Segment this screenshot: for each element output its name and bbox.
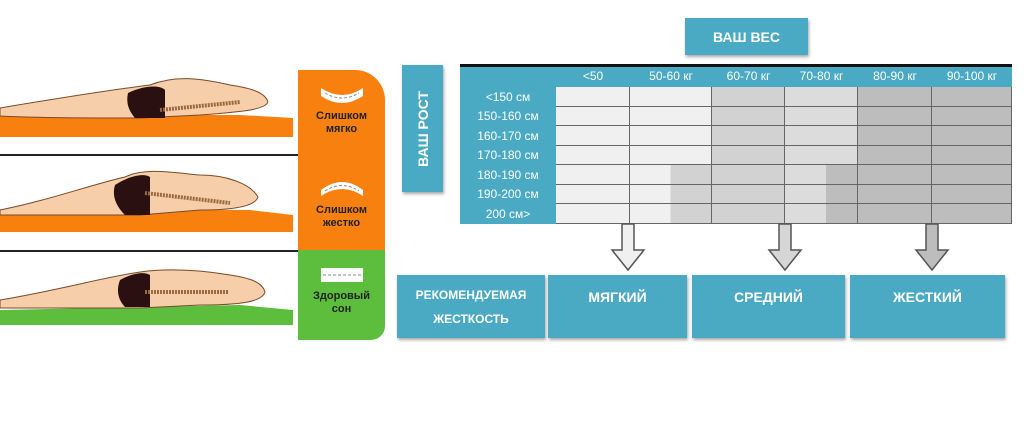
row-header: 150-160 см: [477, 109, 539, 124]
firmness-soft: МЯГКИЙ: [548, 275, 687, 338]
legend-label: Слишком: [316, 110, 367, 122]
table-cell: [932, 126, 1012, 146]
table-cell: [785, 126, 858, 146]
arrows: [610, 223, 950, 272]
height-title: ВАШ РОСТ: [414, 90, 431, 167]
table-cell: [932, 106, 1012, 126]
column-header: 90-100 кг: [946, 69, 998, 83]
legend-label: Здоровый: [313, 290, 370, 302]
table-cell: [858, 165, 932, 185]
mattress-too-firm: [0, 170, 293, 232]
table-cell: [785, 106, 858, 126]
row-header: <150 см: [485, 89, 531, 104]
table-cell: [712, 165, 785, 185]
recommendation-label: РЕКОМЕНДУЕМАЯ ЖЕСТКОСТЬ: [397, 275, 545, 338]
legend-label: сон: [331, 303, 352, 315]
table-cell: [556, 87, 630, 107]
table-cell: [932, 204, 1012, 224]
column-header: <50: [582, 69, 604, 83]
table-cell: [858, 145, 932, 165]
table-cell: [785, 184, 858, 204]
table-cell: [712, 145, 785, 165]
divider: [0, 154, 385, 156]
table-cell: [556, 145, 630, 165]
column-header: 80-90 кг: [873, 69, 917, 83]
table-cell: [858, 184, 932, 204]
table-cell: [858, 204, 932, 224]
row-header: 190-200 см: [477, 187, 539, 202]
table-cell: [712, 126, 785, 146]
table-cell: [630, 106, 712, 126]
row-header: 180-190 см: [477, 167, 539, 182]
table-cell: [556, 106, 630, 126]
sleeping-illustrations: [0, 78, 293, 325]
table-cell: [785, 87, 858, 107]
weight-title: ВАШ ВЕС: [685, 18, 808, 55]
legend-label: жестко: [322, 217, 361, 229]
height-title-box: ВАШ РОСТ: [402, 65, 443, 192]
table-cell: [630, 204, 712, 224]
legend-label: мягко: [325, 123, 358, 135]
table-cell: [858, 87, 932, 107]
table-cell: [630, 165, 712, 185]
table-cell: [858, 126, 932, 146]
arrow-down-icon: [610, 223, 646, 272]
column-header: 50-60 кг: [649, 69, 693, 83]
mattress-healthy: [0, 269, 293, 325]
concave-mattress-icon: [320, 88, 363, 103]
table-cell: [712, 106, 785, 126]
arrow-down-icon: [914, 223, 950, 272]
convex-mattress-icon: [320, 182, 363, 196]
table-cell: [630, 126, 712, 146]
row-header: 170-180 см: [477, 148, 539, 163]
table-top-border: [460, 64, 1012, 67]
firmness-hard: ЖЕСТКИЙ: [850, 275, 1005, 338]
table-cell: [785, 165, 858, 185]
divider: [0, 250, 385, 252]
table-cell: [785, 204, 858, 224]
table-cell: [932, 145, 1012, 165]
firmness-medium: СРЕДНИЙ: [692, 275, 845, 338]
row-header: 200 см>: [485, 206, 531, 221]
legend-too-soft: Слишком мягко: [298, 84, 385, 136]
mattress-too-soft: [0, 78, 293, 137]
recommendation-label-line: ЖЕСТКОСТЬ: [433, 311, 509, 326]
flat-mattress-icon: [320, 268, 363, 282]
table-cell: [712, 87, 785, 107]
table-cell: [932, 165, 1012, 185]
table-cell: [556, 126, 630, 146]
table-cell: [630, 87, 712, 107]
arrow-down-icon: [767, 223, 803, 272]
table-cell: [556, 184, 630, 204]
legend-healthy: Здоровый сон: [298, 266, 385, 316]
table-cell: [932, 184, 1012, 204]
table-cell: [785, 145, 858, 165]
legend-too-firm: Слишком жестко: [298, 176, 385, 230]
table-cell: [556, 165, 630, 185]
legend-label: Слишком: [316, 204, 367, 216]
column-header: 60-70 кг: [726, 69, 771, 83]
table-cell: [630, 145, 712, 165]
table-cell: [556, 204, 630, 224]
column-header: 70-80 кг: [799, 69, 844, 83]
table-cell: [712, 184, 785, 204]
table-cell: [858, 106, 932, 126]
table-cell: [630, 184, 712, 204]
table-cell: [712, 204, 785, 224]
row-header: 160-170 см: [477, 128, 539, 143]
table-cell: [932, 87, 1012, 107]
recommendation-label-line: РЕКОМЕНДУЕМАЯ: [415, 287, 527, 302]
